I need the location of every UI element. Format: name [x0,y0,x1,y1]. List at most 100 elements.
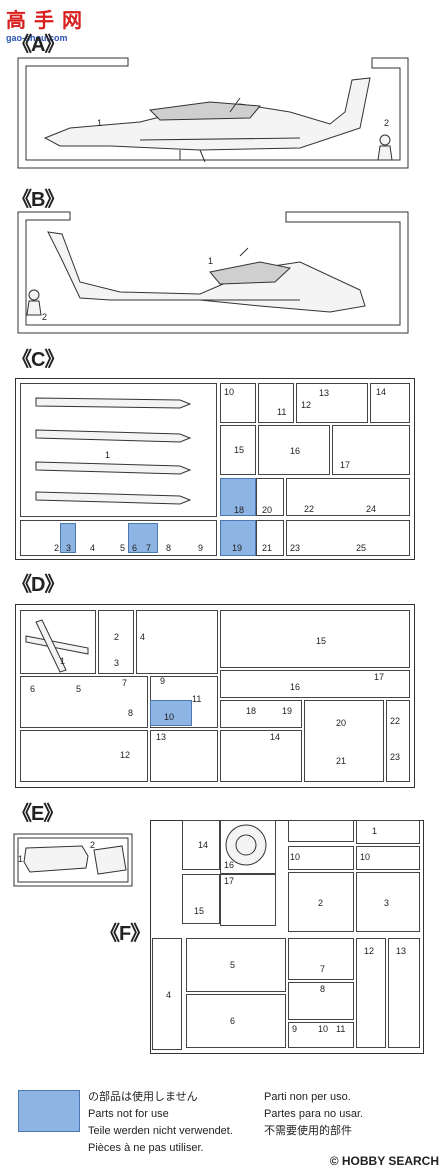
c-part-9: 9 [198,543,204,553]
d-cell-16-17 [220,670,410,698]
c-cell-18-unused [220,478,256,516]
d-part-2: 2 [114,632,120,642]
c-part-22: 22 [304,504,315,514]
d-part-12: 12 [120,750,131,760]
d-cell-12 [20,730,148,782]
f-cell-14 [182,820,220,870]
f-part-7: 7 [320,964,326,974]
d-part-13: 13 [156,732,167,742]
d-cell-5-8 [20,676,148,728]
d-part-10-unused [150,700,192,726]
c-part-3: 3 [66,543,72,553]
f-part-10: 10 [318,1024,329,1034]
c-part-10: 10 [224,387,235,397]
d-part-5: 5 [76,684,82,694]
c-part-16: 16 [290,446,301,456]
d-cell-20-21 [304,700,384,782]
b-part-1: 1 [208,256,214,266]
section-b-label: 《B》 [12,189,64,211]
d-part-14: 14 [270,732,281,742]
d-part-3: 3 [114,658,120,668]
a-part-1: 1 [97,118,103,128]
f-part-8: 8 [320,984,326,994]
c-cell-15 [220,425,256,475]
legend-line-ja: の部品は使用しません [88,1091,198,1103]
sprue-d-frame [15,604,415,788]
c-part-4: 4 [90,543,96,553]
d-cell-14 [220,730,302,782]
c-cell-23-25 [286,520,410,556]
c-part-6: 6 [132,543,138,553]
c-part-15: 15 [234,445,245,455]
a-part-2: 2 [384,118,390,128]
c-part-13: 13 [319,388,330,398]
f-part-14: 14 [198,840,209,850]
f-cell-4 [152,938,182,1050]
logo-sub-text: gao-shou.com [6,33,68,43]
c-part-1: 1 [105,450,111,460]
c-cell-16 [258,425,330,475]
d-part-22: 22 [390,716,401,726]
f-part-5: 5 [230,960,236,970]
section-c-label: 《C》 [12,349,64,371]
sprue-a-frame [17,57,409,169]
c-part-3-unused [60,523,76,553]
d-cell-13 [150,730,218,782]
d-part-23: 23 [390,752,401,762]
f-part-16: 16 [224,860,235,870]
e-frame [13,833,133,887]
d-cell-18-19 [220,700,302,728]
f-cell-13 [388,938,420,1048]
f-cell-15 [182,874,220,924]
logo-main-text: 高手网 [6,8,90,32]
d-part-9: 9 [160,676,166,686]
f-part-2: 2 [318,898,324,908]
legend-line-es: Partes para no usar. [264,1108,364,1120]
f-part-12: 12 [364,946,375,956]
d-cell-2-3 [98,610,134,674]
f-part-1: 1 [372,826,378,836]
c-cell-21 [256,520,284,556]
f-part-15: 15 [194,906,205,916]
c-part-25: 25 [356,543,367,553]
f-part-10a: 10 [290,852,301,862]
f-cell-3 [356,872,420,932]
d-part-18: 18 [246,706,257,716]
c-part-2: 2 [54,543,60,553]
sprue-c-frame [15,378,415,560]
legend-right: Parti non per uso. Partes para no usar. … [264,1089,363,1140]
legend-line-zh: 不需要使用的部件 [264,1125,352,1137]
e-part-2: 2 [90,840,96,850]
f-cell-9-11 [288,1022,354,1048]
f-cell-2 [288,872,354,932]
f-cell-1-top [356,820,420,844]
d-cell-4 [136,610,218,674]
d-main-rotor [25,619,89,673]
unused-parts-swatch [18,1090,80,1132]
c-cell-20 [256,478,284,516]
d-part-4: 4 [140,632,146,642]
c-cell-12-13 [296,383,368,423]
d-part-16: 16 [290,682,301,692]
sprue-f-frame [150,820,424,1054]
c-cell-14 [370,383,410,423]
c-part-24: 24 [366,504,377,514]
d-part-11: 11 [192,694,202,704]
f-cell-10b-row [356,846,420,870]
c-part-7: 7 [146,543,152,553]
watermark: © HOBBY SEARCH [329,1154,439,1168]
f-cell-7 [288,938,354,980]
f-part-3: 3 [384,898,390,908]
f-part-10b: 10 [360,852,371,862]
c-cell-2-9 [20,520,217,556]
f-cell-17 [220,874,276,926]
b-part-2: 2 [42,312,48,322]
d-part-6: 6 [30,684,36,694]
f-part-9: 9 [292,1024,298,1034]
f-cell-blank [288,820,354,842]
legend-line-fr: Pièces à ne pas utiliser. [88,1142,204,1154]
d-cell-15 [220,610,410,668]
legend-line-en: Parts not for use [88,1108,169,1120]
d-part-7: 7 [122,678,128,688]
sprue-b-frame [17,211,409,334]
